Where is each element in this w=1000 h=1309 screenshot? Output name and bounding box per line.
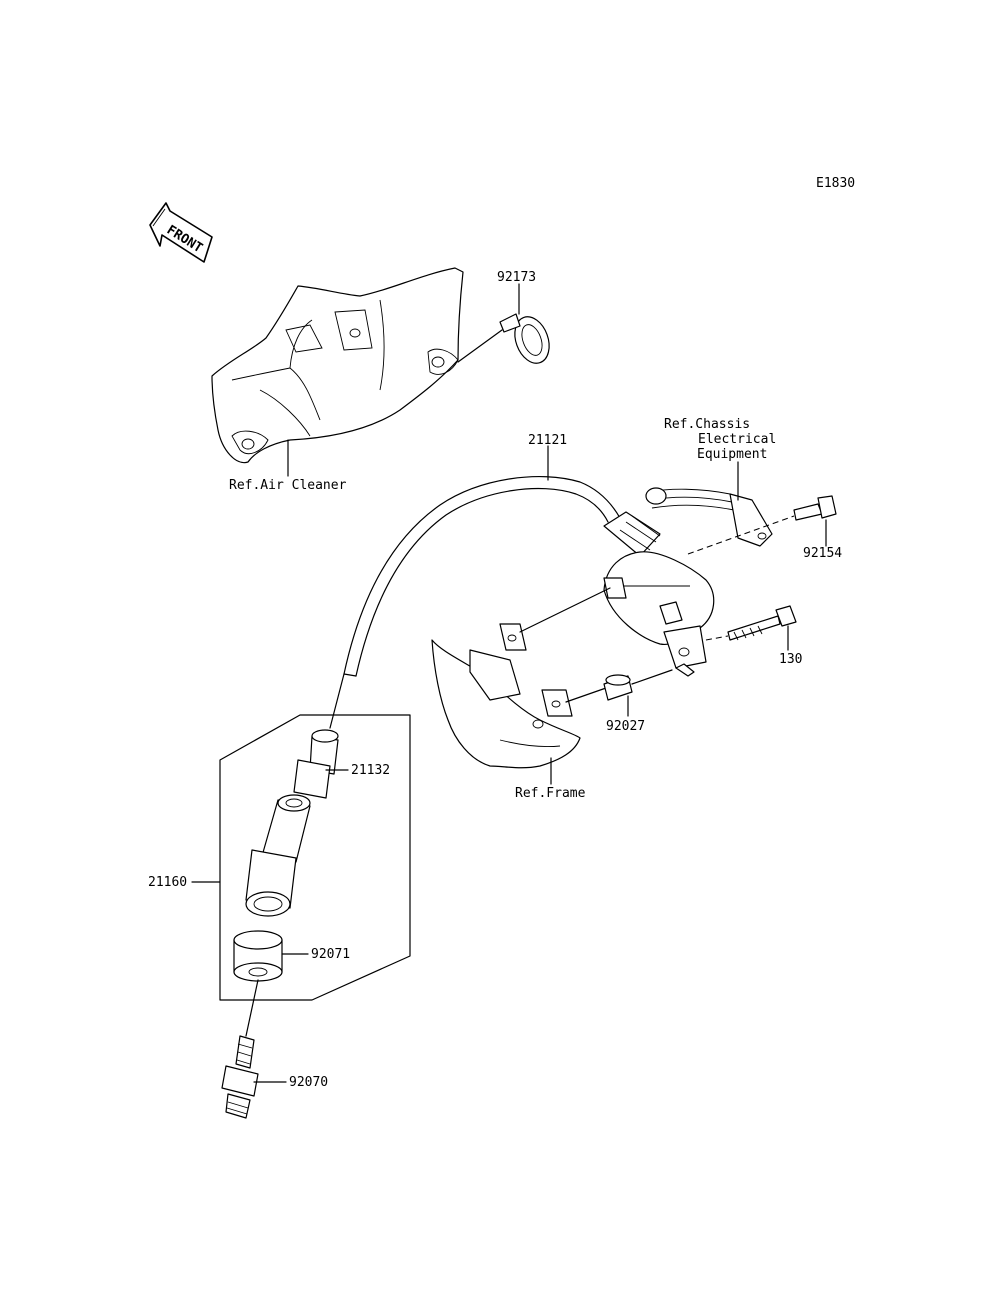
label-21160: 21160 bbox=[148, 875, 187, 890]
ref-frame: Ref.Frame bbox=[515, 786, 586, 801]
chassis-harness-connector bbox=[645, 487, 773, 547]
label-92027: 92027 bbox=[606, 719, 645, 734]
clamp-92173 bbox=[457, 283, 550, 364]
ref-chassis-line1: Ref.Chassis bbox=[664, 417, 750, 432]
frame-bracket bbox=[431, 587, 611, 769]
spark-plug-92070 bbox=[221, 979, 259, 1119]
bolt-130 bbox=[705, 605, 797, 641]
label-21121: 21121 bbox=[528, 433, 567, 448]
ref-chassis-line3: Equipment bbox=[697, 447, 767, 462]
plug-cap bbox=[245, 794, 311, 917]
bolt-92154 bbox=[687, 495, 837, 555]
label-92173: 92173 bbox=[497, 270, 536, 285]
collar-92027 bbox=[603, 669, 673, 701]
label-21132: 21132 bbox=[351, 763, 390, 778]
front-arrow-icon: FRONT bbox=[149, 202, 213, 263]
cap-boot-21132 bbox=[293, 729, 339, 799]
diagram-code: E1830 bbox=[816, 176, 855, 191]
ignition-lead-cable bbox=[329, 475, 621, 729]
label-92070: 92070 bbox=[289, 1075, 328, 1090]
ref-chassis-line2: Electrical bbox=[698, 432, 776, 447]
plug-cap-assembly-box bbox=[219, 714, 411, 1001]
air-cleaner-housing bbox=[211, 267, 464, 464]
ref-air-cleaner: Ref.Air Cleaner bbox=[229, 478, 347, 493]
seal-92071 bbox=[233, 930, 283, 982]
label-130: 130 bbox=[779, 652, 802, 667]
label-92071: 92071 bbox=[311, 947, 350, 962]
ignition-coil bbox=[603, 511, 715, 677]
label-92154: 92154 bbox=[803, 546, 842, 561]
